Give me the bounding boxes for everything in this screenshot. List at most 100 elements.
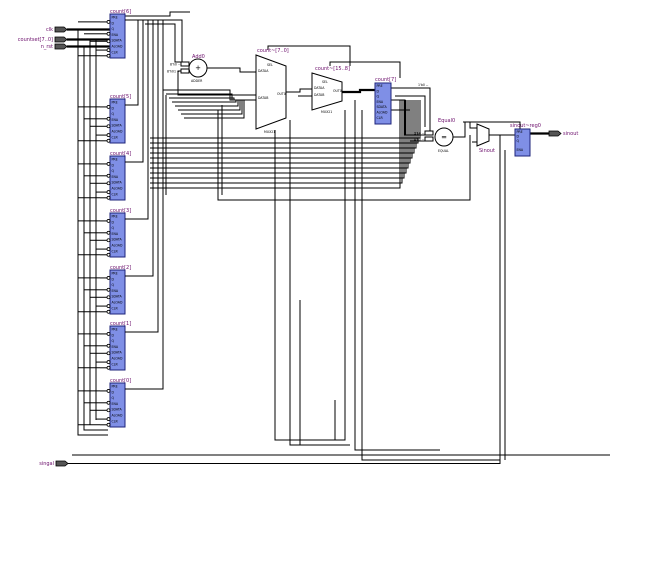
mux2-label: count~[15..8] — [315, 66, 350, 72]
register-pin: PRE — [112, 385, 118, 389]
register-pin: D — [112, 277, 115, 281]
adder-type: ADDER — [191, 79, 203, 83]
register-pin: PRE — [112, 16, 118, 20]
sinout-mux-label: Sinout — [479, 148, 495, 154]
port-countset[interactable]: countset[7..0] — [18, 36, 68, 43]
port-clk-label: clk — [46, 27, 53, 33]
mux2-out: OUT0 — [333, 89, 342, 93]
equal-type: EQUAL — [438, 149, 449, 153]
register-pin: ENA — [112, 175, 119, 179]
adder-symbol — [188, 58, 208, 78]
register-pin: ENA — [112, 402, 119, 406]
sinout-mux-body — [476, 123, 490, 147]
register-pin: SDATA — [112, 181, 123, 185]
count7-pin: PRE — [377, 84, 383, 88]
register-pin: ENA — [112, 232, 119, 236]
register-pin: ALOAD — [112, 301, 123, 305]
register-pin: PRE — [112, 215, 118, 219]
register-pin: SDATA — [112, 408, 123, 412]
port-clk[interactable]: clk — [46, 26, 68, 33]
register-pin: CLR — [112, 50, 119, 54]
register-pin: D — [112, 163, 115, 167]
register-pin: SDATA — [112, 39, 123, 43]
port-sinout[interactable]: sinout — [548, 130, 578, 137]
register-pin: PRE — [112, 158, 118, 162]
register-label: count[1] — [110, 321, 131, 327]
mux1-out: OUT0 — [277, 92, 286, 96]
register-pin: SDATA — [112, 351, 123, 355]
count7-body — [374, 82, 392, 125]
register-pin: ALOAD — [112, 187, 123, 191]
adder-pin-b: 8'h01 -- — [167, 70, 179, 74]
register-label: count[3] — [110, 208, 131, 214]
mux2-datab: DATAB — [314, 93, 324, 97]
count7-pin: SDATA — [377, 105, 388, 109]
sinout-reg-pin: PRE — [517, 130, 523, 134]
register-body — [109, 382, 126, 428]
mux2-body — [311, 72, 343, 111]
register-pin: ALOAD — [112, 414, 123, 418]
equal-symbol — [434, 127, 454, 147]
register-pin: Q — [112, 169, 115, 173]
register-label: count[2] — [110, 265, 131, 271]
register-pin: ENA — [112, 33, 119, 37]
sinout-mux[interactable]: Sinout — [476, 123, 495, 154]
sinout-reg-pin: Q — [517, 139, 520, 143]
register-pin: D — [112, 21, 115, 25]
mux2-type: MUX21 — [321, 110, 332, 114]
register-pin: CLR — [112, 419, 119, 423]
register-pin: CLR — [112, 306, 119, 310]
mux1-sel: SEL — [267, 63, 273, 67]
adder-op: + — [195, 64, 201, 72]
equal-block[interactable]: Equal0 1'h0 -- 8'h0 -- = EQUAL — [414, 118, 455, 153]
register-pin: Q — [112, 283, 115, 287]
mux-count-7-0[interactable]: count~[7..0] SEL DATAA DATAB OUT0 MUX21 — [255, 48, 289, 134]
register-pin: ENA — [112, 118, 119, 122]
mux2-dataa: DATAA — [314, 86, 325, 90]
register-pin: Q — [112, 396, 115, 400]
count7-pin: ENA — [377, 100, 384, 104]
register-pin: PRE — [112, 328, 118, 332]
register-pin: D — [112, 220, 115, 224]
port-countset-label: countset[7..0] — [18, 37, 53, 43]
count7-pin: D — [377, 89, 380, 93]
register-pin: SDATA — [112, 124, 123, 128]
register-pin: D — [112, 106, 115, 110]
port-singal-label: singal — [39, 461, 54, 467]
register-pin: CLR — [112, 135, 119, 139]
register-pin: ENA — [112, 345, 119, 349]
register-pin: Q — [112, 112, 115, 116]
mux2-sel: SEL — [322, 80, 328, 84]
adder-block[interactable]: Add0 8'h0 -- 8'h01 -- + ADDER — [167, 54, 208, 83]
register-body — [109, 269, 126, 315]
mux1-label: count~[7..0] — [257, 48, 289, 54]
register-pin: Q — [112, 27, 115, 31]
register-pin: D — [112, 390, 115, 394]
mux-count-15-8[interactable]: count~[15..8] SEL DATAA DATAB OUT0 MUX21 — [311, 66, 350, 114]
equal-pin-b: 8'h0 -- — [414, 138, 424, 142]
wire-net — [67, 11, 610, 464]
port-n-rst[interactable]: n_rst — [41, 43, 68, 50]
adder-label: Add0 — [192, 54, 205, 60]
port-sinout-label: sinout — [563, 131, 578, 137]
count7-pin-top: 1'b0 -- — [418, 83, 428, 87]
register-label: count[4] — [110, 151, 131, 157]
mux1-dataa: DATAA — [258, 69, 269, 73]
sinout-reg-pin: ENA — [517, 148, 524, 152]
count7-pin: ALOAD — [377, 111, 388, 115]
sinout-reg-pin: D — [517, 135, 520, 139]
register-pin: SDATA — [112, 295, 123, 299]
count7-pin: CLR — [377, 116, 384, 120]
port-singal[interactable]: singal — [39, 460, 69, 467]
register-pin: CLR — [112, 362, 119, 366]
register-pin: Q — [112, 339, 115, 343]
